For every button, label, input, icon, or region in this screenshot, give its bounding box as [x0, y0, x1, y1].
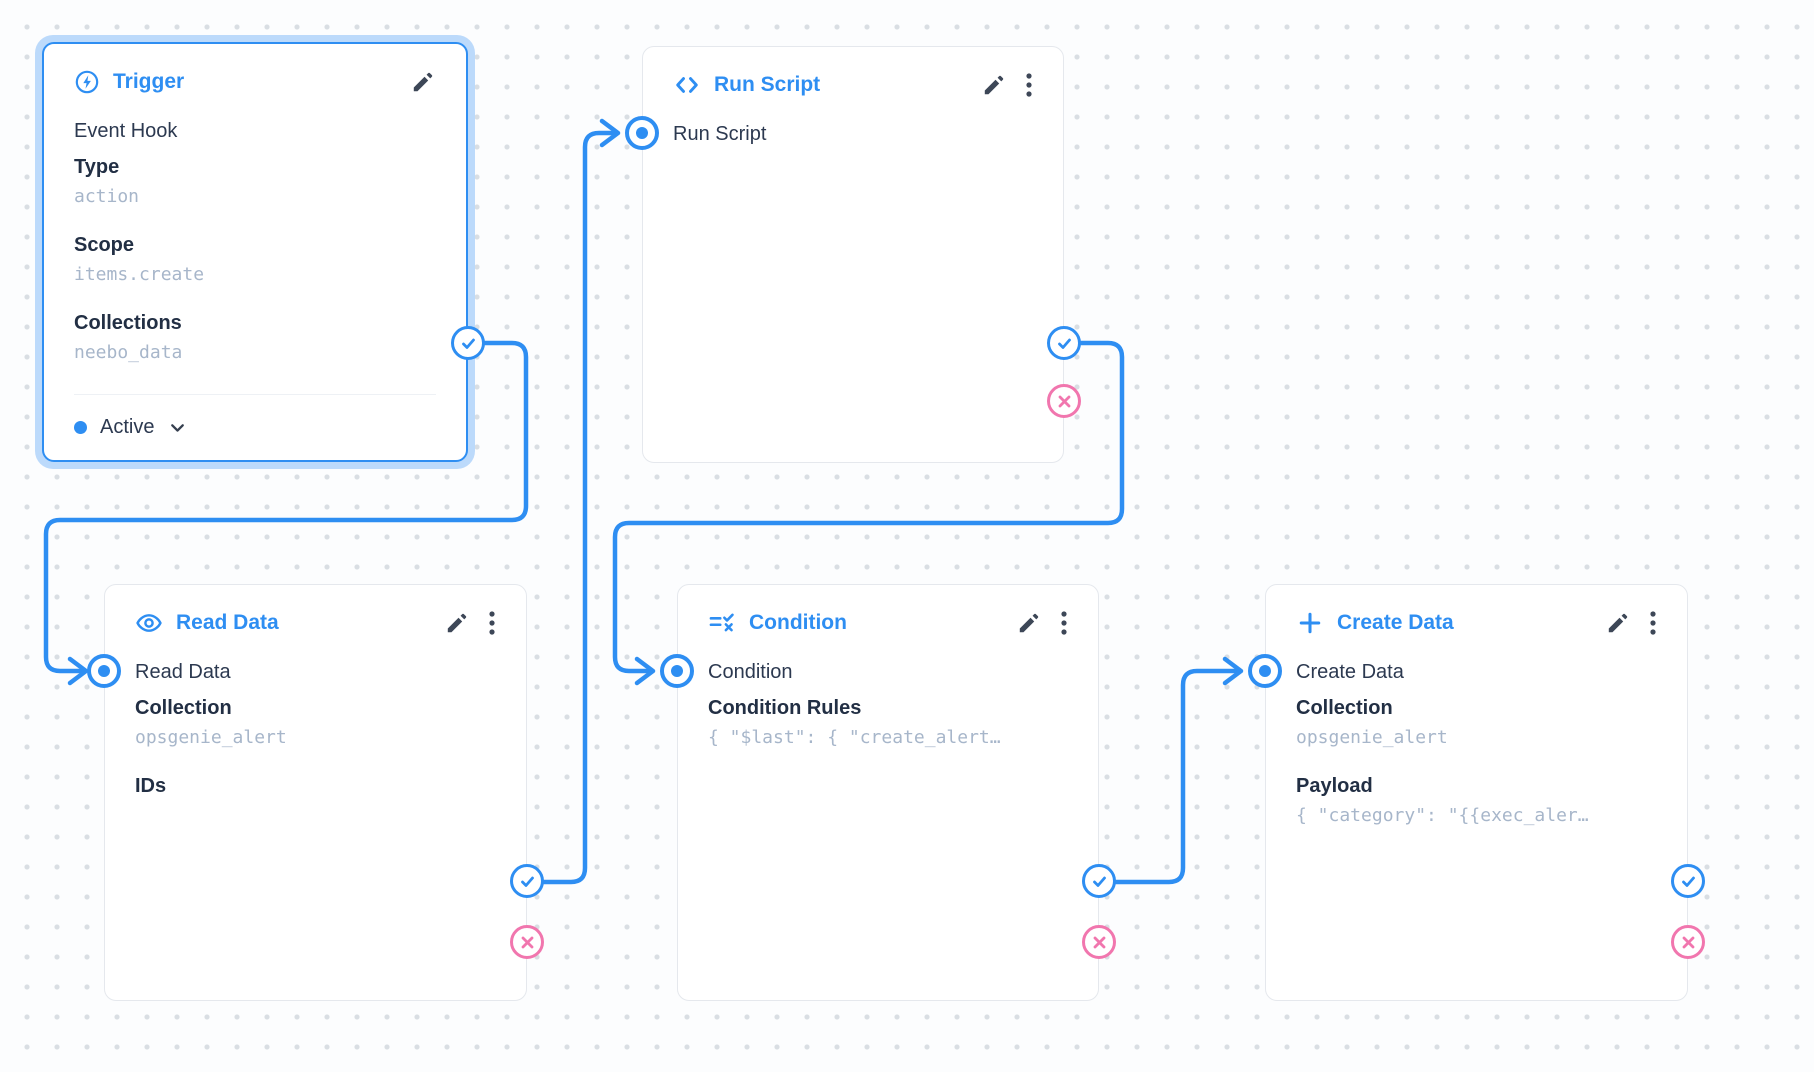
- node-input-label: Read Data: [135, 661, 231, 683]
- node-title: Run Script: [714, 73, 821, 96]
- trigger-type-label: Event Hook: [74, 120, 178, 142]
- field-value: { "category": "{{exec_aler…: [1296, 805, 1589, 826]
- status-label: Active: [100, 415, 155, 438]
- node-condition-header: Condition: [708, 607, 1068, 639]
- edge-read-data-to-run-script: [524, 130, 619, 885]
- kebab-menu-icon[interactable]: [1649, 609, 1657, 637]
- edge-condition-to-create-data-arrow: [1222, 656, 1244, 686]
- bolt-circle-icon: [74, 69, 100, 95]
- node-input-label: Condition: [708, 661, 793, 683]
- field-value: action: [74, 186, 140, 207]
- run-script-reject-port[interactable]: [1047, 384, 1081, 418]
- node-input-label: Run Script: [673, 123, 767, 145]
- field-label: Collection: [1296, 697, 1393, 719]
- node-trigger[interactable]: Trigger Event Hook Type action Scope ite…: [42, 42, 468, 462]
- field-label: Type: [74, 156, 120, 178]
- run-script-resolve-port[interactable]: [1047, 326, 1081, 360]
- edit-icon[interactable]: [444, 610, 470, 636]
- eye-icon: [135, 609, 163, 637]
- chevron-down-icon: [167, 417, 188, 438]
- input-dot: [1259, 665, 1271, 677]
- edge-read-data-to-run-script-arrow: [599, 118, 621, 148]
- run-script-input-port[interactable]: [625, 116, 659, 150]
- plus-icon: [1296, 609, 1324, 637]
- node-read-data-header: Read Data: [135, 607, 496, 639]
- input-dot: [98, 665, 110, 677]
- read-data-input-port[interactable]: [87, 654, 121, 688]
- input-dot: [636, 127, 648, 139]
- node-run-script-header: Run Script: [673, 69, 1033, 101]
- node-run-script[interactable]: Run Script Run Script: [642, 46, 1064, 463]
- flow-status-dropdown[interactable]: Active: [74, 394, 436, 448]
- condition-reject-port[interactable]: [1082, 925, 1116, 959]
- field-label: Condition Rules: [708, 697, 862, 719]
- field-label: Payload: [1296, 775, 1373, 797]
- edit-icon[interactable]: [981, 72, 1007, 98]
- field-value: items.create: [74, 264, 205, 285]
- edge-trigger-to-read-data-arrow: [67, 656, 89, 686]
- status-active-dot: [74, 420, 87, 434]
- read-data-resolve-port[interactable]: [510, 864, 544, 898]
- rule-icon: [708, 609, 736, 637]
- create-data-resolve-port[interactable]: [1671, 864, 1705, 898]
- field-label: IDs: [135, 775, 167, 797]
- edit-icon[interactable]: [1605, 610, 1631, 636]
- edit-icon[interactable]: [1016, 610, 1042, 636]
- node-title: Read Data: [176, 611, 279, 634]
- code-icon: [673, 71, 701, 99]
- node-read-data[interactable]: Read Data Read Data Collection opsgenie_…: [104, 584, 527, 1001]
- edge-run-script-to-condition: [612, 340, 1125, 674]
- field-value: neebo_data: [74, 342, 183, 363]
- node-title: Create Data: [1337, 611, 1454, 634]
- kebab-menu-icon[interactable]: [1025, 71, 1033, 99]
- edit-icon[interactable]: [410, 69, 436, 95]
- field-ids: IDs: [135, 771, 496, 801]
- node-title: Trigger: [113, 70, 185, 93]
- field-value: opsgenie_alert: [135, 727, 287, 748]
- field-collection: Collection opsgenie_alert: [135, 693, 496, 753]
- edge-run-script-to-condition-arrow: [634, 656, 656, 686]
- field-collection: Collection opsgenie_alert: [1296, 693, 1657, 753]
- edge-trigger-to-read-data: [43, 340, 529, 674]
- node-input-label: Create Data: [1296, 661, 1404, 683]
- condition-resolve-port[interactable]: [1082, 864, 1116, 898]
- field-payload: Payload { "category": "{{exec_aler…: [1296, 771, 1657, 831]
- node-create-data[interactable]: Create Data Create Data Collection opsge…: [1265, 584, 1688, 1001]
- node-trigger-header: Trigger: [74, 66, 436, 98]
- field-label: Scope: [74, 234, 135, 256]
- trigger-resolve-port[interactable]: [451, 326, 485, 360]
- field-value: { "$last": { "create_alert…: [708, 727, 1001, 748]
- field-condition-rules: Condition Rules { "$last": { "create_ale…: [708, 693, 1068, 753]
- field-value: opsgenie_alert: [1296, 727, 1448, 748]
- field-label: Collections: [74, 312, 182, 334]
- condition-input-port[interactable]: [660, 654, 694, 688]
- kebab-menu-icon[interactable]: [488, 609, 496, 637]
- field-label: Collection: [135, 697, 232, 719]
- trigger-field-collections: Collections neebo_data: [74, 308, 436, 368]
- trigger-field-scope: Scope items.create: [74, 230, 436, 290]
- node-condition[interactable]: Condition Condition Condition Rules { "$…: [677, 584, 1099, 1001]
- node-create-data-header: Create Data: [1296, 607, 1657, 639]
- input-dot: [671, 665, 683, 677]
- trigger-field-type: Type action: [74, 152, 436, 212]
- create-data-input-port[interactable]: [1248, 654, 1282, 688]
- read-data-reject-port[interactable]: [510, 925, 544, 959]
- node-title: Condition: [749, 611, 847, 634]
- edge-condition-to-create-data: [1096, 668, 1242, 885]
- kebab-menu-icon[interactable]: [1060, 609, 1068, 637]
- create-data-reject-port[interactable]: [1671, 925, 1705, 959]
